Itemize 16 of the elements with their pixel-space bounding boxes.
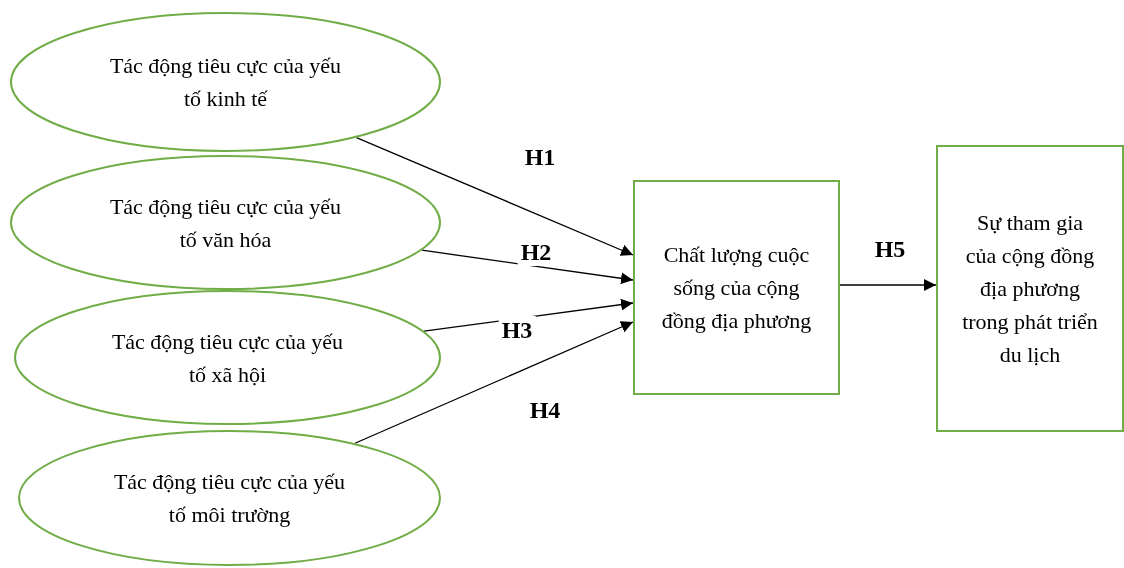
arrow: [839, 279, 937, 291]
node-text: Tác động tiêu cực của yếu tố kinh tế: [108, 52, 343, 113]
factor-ellipse: [14, 290, 441, 425]
arrow: [421, 249, 634, 285]
node-text: Chất lượng cuộc sống của cộng đồng địa phương: [661, 241, 812, 335]
arrow: [355, 136, 634, 256]
node-text: Tác động tiêu cực của yếu tố môi trường: [112, 468, 347, 529]
construct-box: [936, 145, 1124, 432]
node-text: Tác động tiêu cực của yếu tố văn hóa: [108, 192, 343, 254]
factor-ellipse: [10, 155, 441, 290]
factor-ellipse: [10, 12, 441, 152]
arrow: [354, 321, 634, 444]
node-text: Sự tham gia của cộng đồng địa phương trong phát triển du lịch: [961, 209, 1099, 369]
construct-box: [633, 180, 840, 395]
factor-ellipse: [18, 430, 441, 566]
node-text: Tác động tiêu cực của yếu tố xã hội: [110, 327, 345, 389]
